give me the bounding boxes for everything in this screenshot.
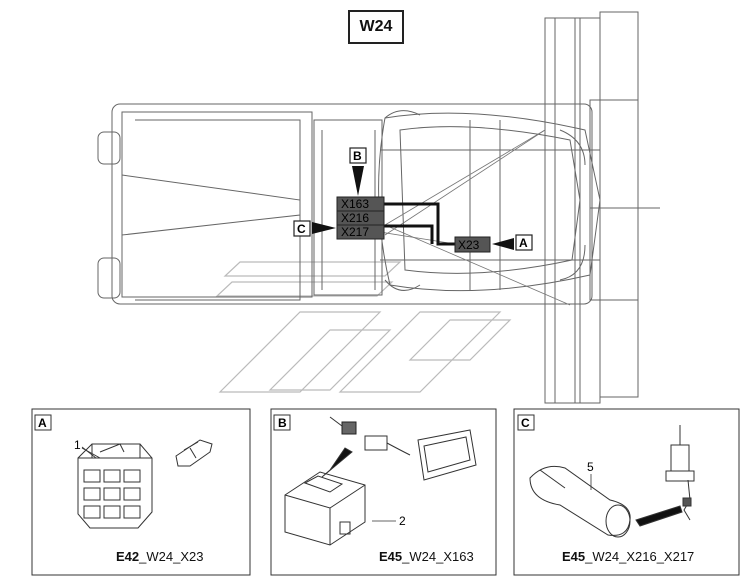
panel-a-name: _W24_X23 [139, 549, 204, 564]
connector-block: X163 X216 X217 X23 [336, 196, 491, 253]
panel-c-item-number: 5 [587, 460, 594, 474]
connector-x23: X23 [458, 238, 480, 252]
panel-b [270, 408, 497, 576]
panel-a-item-number: 1 [74, 438, 81, 452]
callout-a: A [492, 234, 533, 251]
panel-a-code: E42 [116, 549, 140, 564]
callout-c: C [293, 220, 336, 237]
leader-lines [379, 129, 571, 306]
panel-c-code: E45 [562, 549, 586, 564]
diagram-title: W24 [348, 10, 404, 44]
panel-b-item-number: 2 [399, 514, 406, 528]
callout-b-label: B [353, 149, 362, 163]
connector-x163: X163 [341, 197, 369, 211]
callout-a-label: A [519, 236, 528, 250]
harness-lines [384, 202, 456, 246]
callout-b: B [349, 147, 367, 196]
callout-c-label: C [297, 222, 306, 236]
watermark [215, 261, 512, 393]
panel-b-caption: E45_W24_X163 [379, 549, 474, 564]
panel-b-name: _W24_X163 [402, 549, 474, 564]
panel-b-code: E45 [379, 549, 403, 564]
panel-a-letter: A [38, 416, 47, 430]
panel-c [513, 408, 740, 576]
panel-a [31, 408, 251, 576]
panel-c-name: _W24_X216_X217 [585, 549, 695, 564]
panel-c-caption: E45_W24_X216_X217 [562, 549, 694, 564]
panel-b-letter: B [278, 416, 287, 430]
panel-a-caption: E42_W24_X23 [116, 549, 203, 564]
connector-x216: X216 [341, 211, 369, 225]
panel-c-letter: C [521, 416, 530, 430]
connector-x217: X217 [341, 225, 369, 239]
